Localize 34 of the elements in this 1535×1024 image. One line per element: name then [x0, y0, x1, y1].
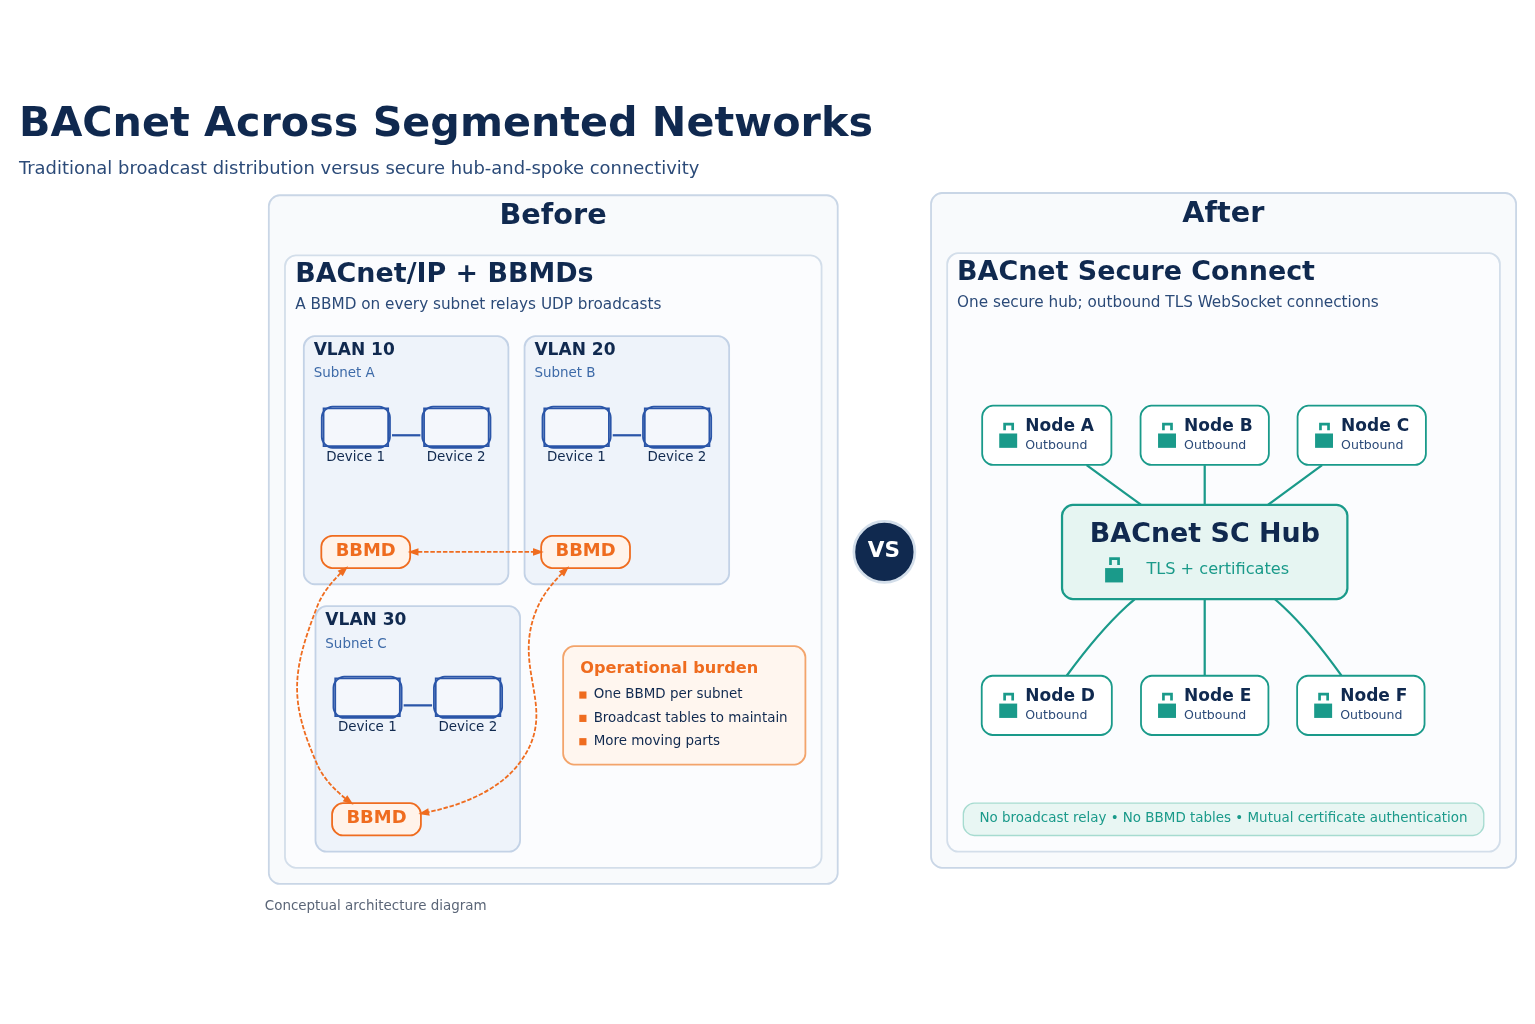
- node-label: Device 2: [426, 449, 486, 465]
- arrow: [407, 548, 544, 556]
- node-label: Device 2: [438, 719, 498, 735]
- node-box: Node F Outbound: [1296, 674, 1426, 736]
- node-box: BBMD: [540, 534, 631, 569]
- connector: [612, 434, 642, 437]
- node-box: Node B Outbound: [1139, 404, 1270, 466]
- connector: [1065, 598, 1136, 677]
- connector: [1085, 464, 1142, 506]
- caption: Conceptual architecture diagram: [264, 898, 487, 914]
- node-box: No broadcast relay • No BBMD tables • Mutual certificate authentication: [962, 802, 1485, 837]
- connector: [1203, 599, 1206, 676]
- node-box: Operational burden One BBMD per subnet Broadcast tables to maintain More moving parts: [562, 645, 807, 766]
- arrow: [418, 566, 570, 816]
- node-box: Node A Outbound: [981, 404, 1113, 466]
- node-label: Device 1: [326, 449, 386, 465]
- node-box: Node C Outbound: [1296, 404, 1427, 466]
- node-box: Node E Outbound: [1140, 674, 1270, 736]
- node-box: BACnet SC Hub TLS + certificates: [1060, 503, 1349, 601]
- label: Traditional broadcast distribution versus secure hub-and-spoke connectivity: [18, 157, 700, 179]
- connector: [1203, 465, 1206, 505]
- node-box: Node D Outbound: [980, 674, 1113, 736]
- node-box: BBMD: [331, 802, 422, 837]
- connector: [392, 434, 421, 437]
- node-circle: VS: [852, 520, 917, 584]
- node-box: BBMD: [320, 534, 412, 569]
- node-label: Device 1: [337, 719, 397, 735]
- connector: [403, 704, 433, 707]
- connector: [1274, 598, 1343, 677]
- node-label: Device 2: [647, 449, 707, 465]
- diagram-title: BACnet Across Segmented Networks: [18, 98, 873, 147]
- connector: [1267, 464, 1323, 506]
- node-label: Device 1: [546, 449, 606, 465]
- arrow: [296, 566, 354, 805]
